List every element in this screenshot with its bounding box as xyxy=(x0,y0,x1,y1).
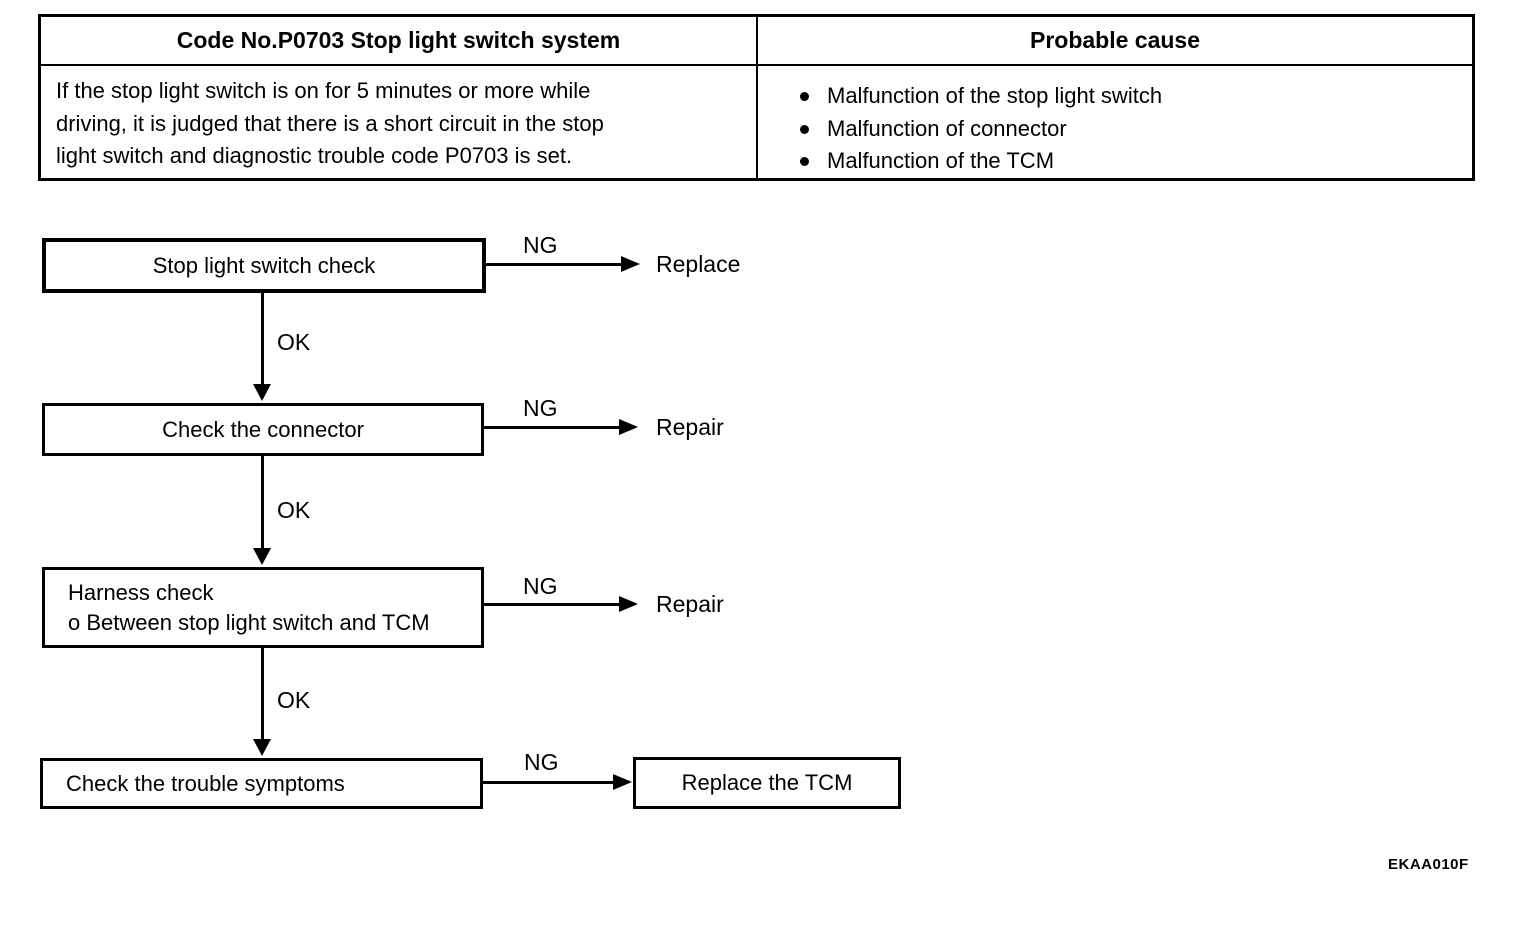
step-box-check-the-trouble-symptoms: Check the trouble symptoms xyxy=(40,758,483,809)
bullet-icon xyxy=(800,124,809,134)
dtc-description: If the stop light switch is on for 5 min… xyxy=(41,66,758,178)
ng-result-repair: Repair xyxy=(656,414,724,440)
ng-label: NG xyxy=(523,573,558,599)
step-label: Stop light switch check xyxy=(152,252,376,278)
probable-cause-item: Malfunction of the stop light switch xyxy=(800,80,1472,113)
ng-arrow-line xyxy=(486,263,624,266)
ok-label: OK xyxy=(277,497,311,523)
ng-arrowhead-icon xyxy=(613,774,632,790)
ng-arrow-line xyxy=(484,426,622,429)
step-label: Check the trouble symptoms xyxy=(66,770,345,796)
probable-cause-item: Malfunction of connector xyxy=(800,113,1472,146)
dtc-description-line: If the stop light switch is on for 5 min… xyxy=(56,78,591,103)
dtc-description-line: driving, it is judged that there is a sh… xyxy=(56,110,604,136)
ok-label: OK xyxy=(277,329,311,355)
ng-arrow-line xyxy=(484,603,622,606)
step-box-stop-light-switch-check: Stop light switch check xyxy=(42,238,486,293)
figure-code: EKAA010F xyxy=(1388,856,1469,873)
bullet-icon xyxy=(800,157,809,166)
step-sub-label: o Between stop light switch and TCM xyxy=(68,609,430,635)
ok-arrowhead-icon xyxy=(253,548,271,565)
step-box-harness-check: Harness check o Between stop light switc… xyxy=(42,567,484,648)
ok-arrow-line xyxy=(261,648,264,740)
step-label: Harness check xyxy=(68,579,214,605)
ng-arrowhead-icon xyxy=(619,596,638,612)
ng-label: NG xyxy=(523,395,558,421)
probable-cause-header: Probable cause xyxy=(758,17,1472,66)
ng-arrowhead-icon xyxy=(619,419,638,435)
dtc-code-table: Code No.P0703 Stop light switch system P… xyxy=(38,14,1475,181)
ok-arrow-line xyxy=(261,293,264,385)
ok-arrowhead-icon xyxy=(253,739,271,756)
ok-arrowhead-icon xyxy=(253,384,271,401)
result-box-replace-the-tcm: Replace the TCM xyxy=(633,757,901,809)
bullet-icon xyxy=(800,92,809,101)
probable-cause-text: Malfunction of the TCM xyxy=(827,148,1055,173)
ng-result-replace: Replace xyxy=(656,251,741,277)
ng-arrowhead-icon xyxy=(621,256,640,272)
probable-cause-item: Malfunction of the TCM xyxy=(800,145,1472,178)
dtc-description-line: light switch and diagnostic trouble code… xyxy=(56,143,573,168)
probable-cause-text: Malfunction of the stop light switch xyxy=(827,83,1163,108)
result-label: Replace the TCM xyxy=(681,770,853,795)
probable-cause-text: Malfunction of connector xyxy=(827,115,1067,141)
ok-arrow-line xyxy=(261,456,264,549)
probable-cause-list: Malfunction of the stop light switch Mal… xyxy=(758,66,1472,178)
step-label: Check the connector xyxy=(162,416,364,442)
dtc-code-header: Code No.P0703 Stop light switch system xyxy=(41,17,758,66)
ng-result-repair: Repair xyxy=(656,591,724,617)
ng-label: NG xyxy=(523,232,558,258)
ok-label: OK xyxy=(277,687,311,713)
ng-arrow-line xyxy=(483,781,615,784)
ng-label: NG xyxy=(524,749,559,775)
step-box-check-the-connector: Check the connector xyxy=(42,403,484,456)
